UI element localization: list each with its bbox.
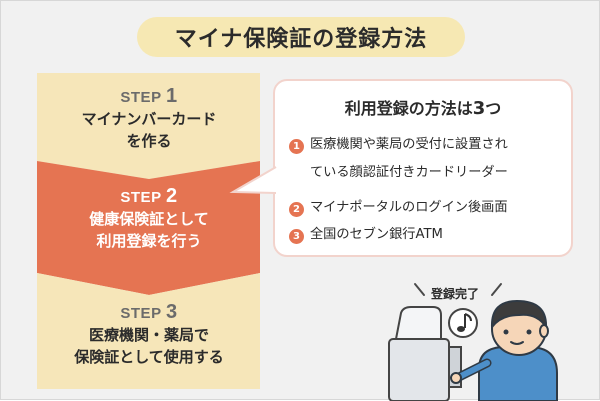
step-1: STEP 1 マイナンバーカード を作る: [37, 85, 261, 152]
step-3-number: 3: [165, 301, 178, 323]
method-3-badge: 3: [289, 229, 304, 244]
step-1-label: STEP 1: [120, 85, 178, 107]
method-3-text: 全国のセブン銀行ATM: [310, 227, 443, 242]
music-note-icon: [448, 308, 478, 338]
step-2-number: 2: [165, 185, 178, 207]
method-item-1: 1 医療機関や薬局の受付に設置され ている顔認証付きカードリーダー: [289, 137, 508, 187]
step-3-shape: [37, 273, 260, 389]
step-3: STEP 3 医療機関・薬局で 保険証として使用する: [37, 301, 261, 368]
bubble-title: 利用登録の方法は3つ: [344, 98, 502, 119]
bubble-title-number: 3: [472, 98, 486, 119]
method-1-badge: 1: [289, 139, 304, 154]
step-2: STEP 2 健康保険証として 利用登録を行う: [37, 185, 261, 252]
page-title-text: マイナ保険証の登録方法: [174, 27, 428, 52]
step-1-text: マイナンバーカード を作る: [81, 110, 217, 150]
complete-caption: 登録完了: [431, 287, 480, 301]
step-1-number: 1: [165, 85, 178, 107]
step-2-label: STEP 2: [120, 185, 178, 207]
step-2-shape: [37, 161, 260, 295]
methods-bubble: 利用登録の方法は3つ 1 医療機関や薬局の受付に設置され ている顔認証付きカード…: [273, 79, 573, 257]
method-2-badge: 2: [289, 202, 304, 217]
method-item-3: 3 全国のセブン銀行ATM: [289, 227, 443, 249]
step-2-text: 健康保険証として 利用登録を行う: [89, 210, 209, 250]
method-2-text: マイナポータルのログイン後画面: [310, 200, 508, 215]
step-3-label: STEP 3: [120, 301, 178, 323]
page-title: マイナ保険証の登録方法: [137, 17, 465, 57]
method-1-text: 医療機関や薬局の受付に設置され ている顔認証付きカードリーダー: [310, 137, 508, 180]
method-item-2: 2 マイナポータルのログイン後画面: [289, 200, 508, 222]
step-3-text: 医療機関・薬局で 保険証として使用する: [74, 326, 224, 366]
step-1-shape: [37, 73, 260, 179]
